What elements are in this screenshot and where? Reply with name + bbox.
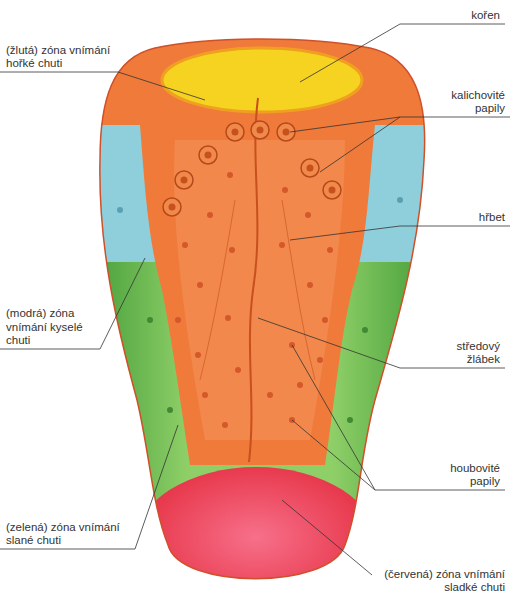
leader-line	[292, 345, 505, 490]
part-label: středový žlábek	[440, 340, 500, 366]
leader-line	[258, 318, 505, 368]
part-label: hřbet	[445, 211, 505, 224]
leader-lines	[0, 24, 510, 575]
part-label: (modrá) zóna vnímání kyselé chuti	[6, 307, 90, 347]
part-label: (zelená) zóna vnímání slané chuti	[6, 521, 131, 547]
fungiform-papillae	[117, 172, 403, 428]
tongue-zones	[80, 30, 440, 600]
leader-line	[282, 500, 372, 575]
leader-line	[0, 425, 178, 549]
circumvallate-papillae	[163, 121, 341, 216]
leader-line	[292, 420, 375, 490]
center-highlight	[174, 140, 345, 440]
leader-line	[0, 258, 145, 349]
part-label: (žlutá) zóna vnímání hořké chuti	[6, 44, 114, 70]
part-label: (červená) zóna vnímání sladké chuti	[380, 568, 505, 594]
leader-line	[290, 226, 510, 240]
bitter-zone	[162, 48, 362, 112]
leader-line	[300, 24, 505, 82]
leader-line	[320, 117, 400, 172]
center-zone	[80, 30, 440, 465]
leader-line	[0, 72, 205, 100]
sweet-zone	[134, 467, 378, 600]
leader-line	[290, 117, 510, 132]
part-label: houbovité papily	[440, 462, 500, 488]
groove	[200, 98, 315, 462]
part-label: kalichovité papily	[443, 89, 505, 115]
part-label: kořen	[420, 9, 500, 22]
